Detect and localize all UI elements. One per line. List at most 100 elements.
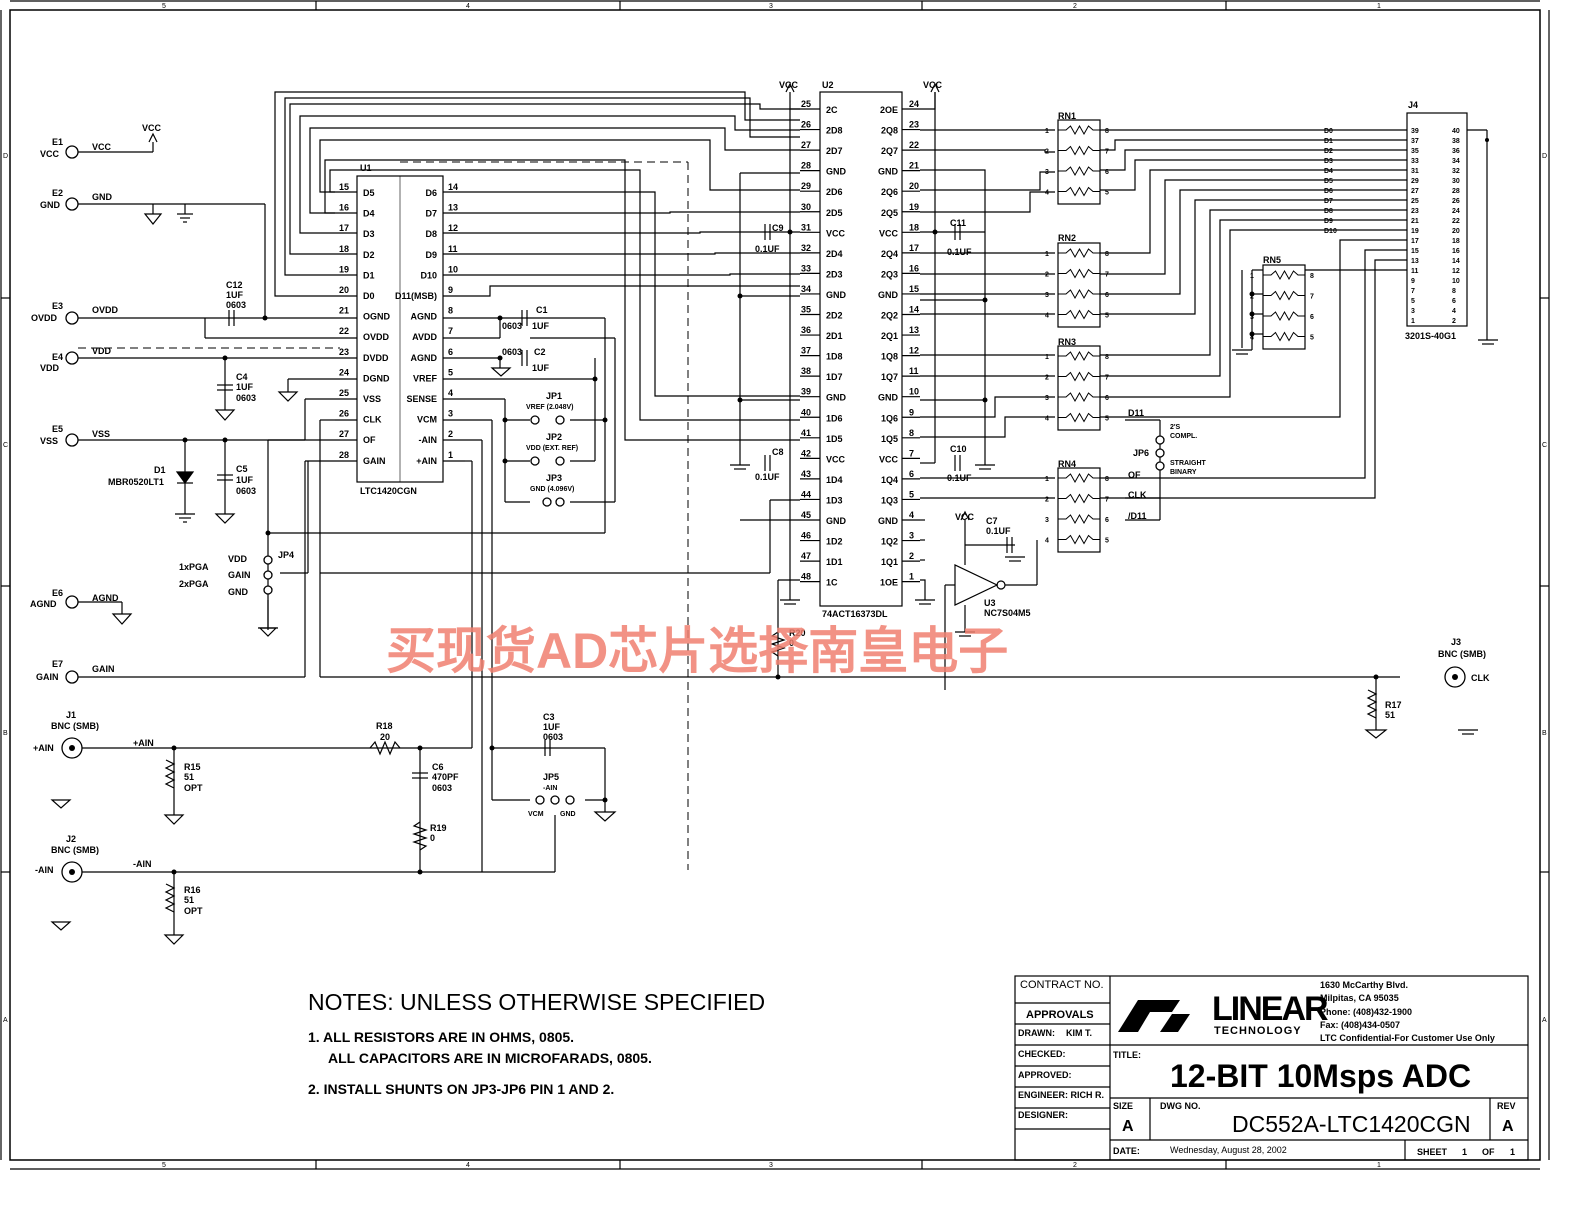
- j4-pin-num: 37: [1411, 138, 1419, 145]
- c1-ref: C1: [536, 305, 548, 315]
- j2-net: -AIN: [35, 865, 54, 875]
- j4-pin-num: 25: [1411, 198, 1419, 205]
- u1-pin-num: 10: [448, 264, 458, 274]
- u1-pin-num: 18: [339, 244, 349, 254]
- u2-ref: U2: [822, 80, 834, 90]
- u1-pin-num: 28: [339, 450, 349, 460]
- rn-pin-num: 4: [1045, 538, 1049, 545]
- u1-pin-name: D5: [363, 188, 375, 198]
- e4-terminal: [65, 351, 79, 365]
- u1-pin-name: OVDD: [363, 332, 390, 342]
- rn1-body: [1057, 119, 1101, 205]
- j4-pin-num: 11: [1411, 268, 1419, 275]
- u2-pin-num: 11: [909, 366, 919, 376]
- jp5-gnd: GND: [560, 811, 576, 818]
- net-plus-ain: +AIN: [133, 738, 154, 748]
- r20-value: 0: [789, 638, 794, 648]
- u2-pin-name: GND: [878, 393, 899, 403]
- e3-ref: E3: [52, 301, 63, 311]
- u1-pin-name: AGND: [411, 312, 438, 322]
- j4-pin-num: 6: [1452, 298, 1456, 305]
- j4-pin-num: 5: [1411, 298, 1415, 305]
- u1-pin-num: 23: [339, 347, 349, 357]
- u1-pin-name: D8: [425, 229, 437, 239]
- zone-top-5: 5: [162, 3, 166, 10]
- u1-pin-num: 8: [448, 306, 453, 316]
- j4-pin-num: 18: [1452, 238, 1460, 245]
- u1-pin-name: VSS: [363, 394, 381, 404]
- e7-terminal: [65, 670, 79, 684]
- u2-pin-name: 1Q6: [881, 413, 898, 423]
- r16-opt: OPT: [184, 906, 203, 916]
- r15-opt: OPT: [184, 783, 203, 793]
- net-of: OF: [1128, 470, 1141, 480]
- u2-pin-name: 2Q6: [881, 187, 898, 197]
- e5-net: VSS: [40, 436, 58, 446]
- e6-terminal: [65, 595, 79, 609]
- u2-pin-name: 2Q1: [881, 331, 898, 341]
- u1-pin-name: D9: [425, 250, 437, 260]
- j4-pin-num: 12: [1452, 268, 1460, 275]
- u1-pin-name: D3: [363, 229, 375, 239]
- u3-part: NC7S04M5: [984, 608, 1031, 618]
- u2-pin-name: 1C: [826, 578, 838, 588]
- u1-pin-name: D1: [363, 270, 375, 280]
- tb-confidential: LTC Confidential-For Customer Use Only: [1320, 1033, 1495, 1043]
- tb-address2: Milpitas, CA 95035: [1320, 993, 1399, 1003]
- tb-company-logo: LINEAR: [1212, 990, 1328, 1028]
- rn2-ref: RN2: [1058, 233, 1076, 243]
- e5-terminal: [65, 433, 79, 447]
- j4-pin-num: 8: [1452, 288, 1456, 295]
- u2-pin-name: GND: [826, 393, 847, 403]
- u2-pin-name: 1D6: [826, 413, 843, 423]
- tb-title: 12-BIT 10Msps ADC: [1170, 1058, 1471, 1094]
- c11-value: 0.1UF: [947, 247, 972, 257]
- j4-data-label: D9: [1324, 218, 1333, 225]
- u2-pin-num: 47: [801, 551, 811, 561]
- j4-pin-num: 2: [1452, 318, 1456, 325]
- c7-ref: C7: [986, 516, 998, 526]
- rn-pin-num: 5: [1310, 335, 1314, 342]
- c1-pkg: 0603: [502, 321, 522, 331]
- net-d11-inv: /D11: [1128, 511, 1147, 521]
- u2-pin-num: 3: [909, 531, 914, 541]
- u2-pin-num: 9: [909, 407, 914, 417]
- c10-value: 0.1UF: [947, 473, 972, 483]
- rn-pin-num: 5: [1105, 313, 1109, 320]
- j4-pin-num: 20: [1452, 228, 1460, 235]
- jp6-opt1a: 2'S: [1170, 424, 1181, 431]
- u2-pin-name: 2D7: [826, 146, 843, 156]
- rn-pin-num: 1: [1250, 273, 1254, 280]
- c8-ref: C8: [772, 447, 784, 457]
- e4-label: VDD: [92, 346, 112, 356]
- r19-ref: R19: [430, 823, 447, 833]
- u2-pin-num: 15: [909, 284, 919, 294]
- tb-date: Wednesday, August 28, 2002: [1170, 1145, 1287, 1155]
- tb-sheet: 1: [1462, 1147, 1467, 1157]
- tb-rev-label: REV: [1497, 1101, 1516, 1111]
- j3-net: CLK: [1471, 673, 1490, 683]
- u2-pin-name: GND: [826, 167, 847, 177]
- e5-ref: E5: [52, 424, 63, 434]
- j4-pin-num: 14: [1452, 258, 1460, 265]
- j4-pin-num: 30: [1452, 178, 1460, 185]
- zone-top-3: 3: [769, 3, 773, 10]
- j4-pin-num: 39: [1411, 128, 1419, 135]
- net-clk: CLK: [1128, 490, 1147, 500]
- e3-terminal: [65, 311, 79, 325]
- rn-pin-num: 2: [1045, 497, 1049, 504]
- u1-pin-num: 26: [339, 409, 349, 419]
- u2-pin-num: 31: [801, 222, 811, 232]
- u1-pin-num: 14: [448, 182, 458, 192]
- u2-pin-name: 2OE: [880, 105, 898, 115]
- rn-pin-num: 4: [1045, 416, 1049, 423]
- rn3-body: [1057, 345, 1101, 431]
- u2-pin-num: 37: [801, 346, 811, 356]
- zone-top-2: 2: [1073, 3, 1077, 10]
- u1-pin-num: 27: [339, 429, 349, 439]
- j4-data-label: D1: [1324, 138, 1333, 145]
- tb-phone: Phone: (408)432-1900: [1320, 1007, 1412, 1017]
- rn-pin-num: 3: [1045, 169, 1049, 176]
- j4-pin-num: 32: [1452, 168, 1460, 175]
